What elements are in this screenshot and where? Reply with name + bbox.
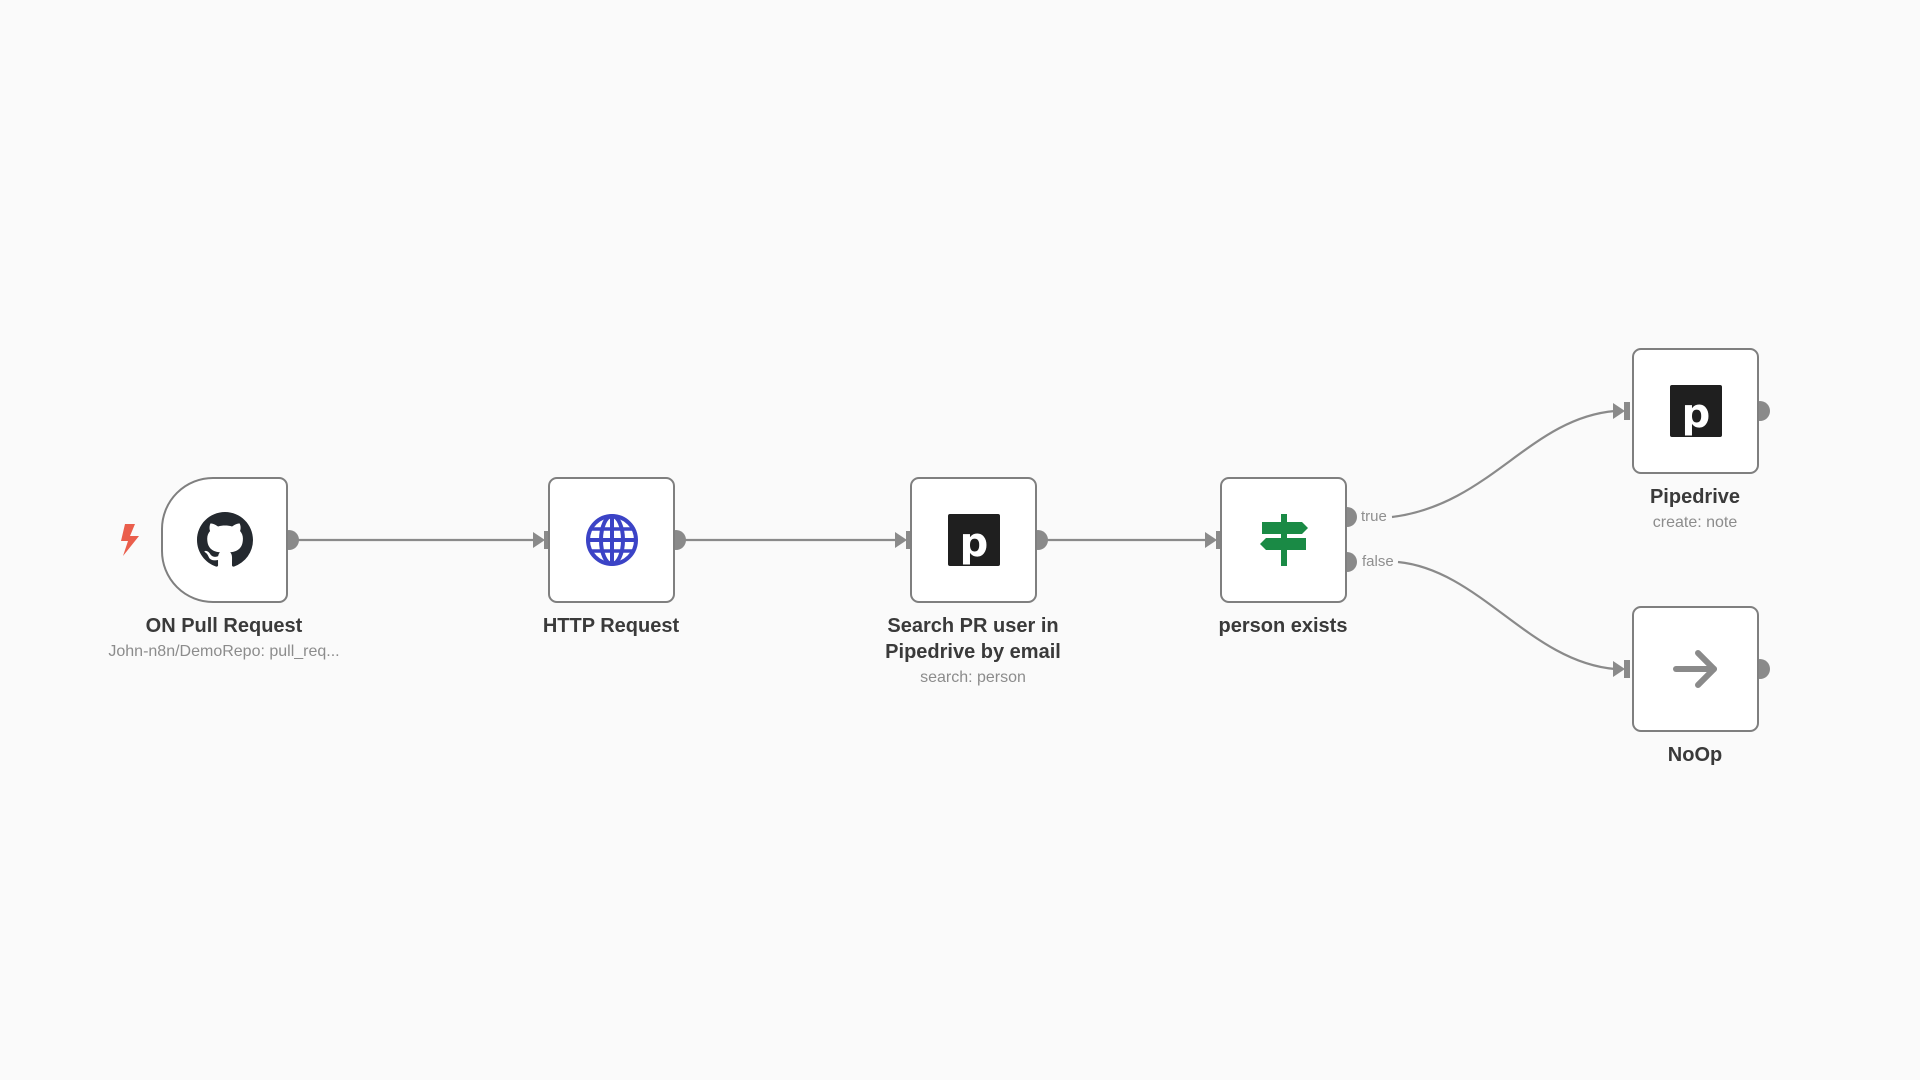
signpost-icon — [1254, 510, 1314, 570]
node-if-person-exists[interactable] — [1220, 477, 1347, 603]
pipedrive-icon: p — [944, 510, 1004, 570]
input-handle-http[interactable] — [544, 531, 550, 549]
node-noop[interactable] — [1632, 606, 1759, 732]
connection-arrowhead — [1613, 403, 1625, 419]
connection-arrowhead — [533, 532, 545, 548]
if-true-label: true — [1361, 508, 1387, 525]
trigger-bolt-icon — [119, 524, 141, 561]
node-github-trigger[interactable] — [161, 477, 288, 603]
svg-text:p: p — [959, 520, 988, 566]
arrow-right-icon — [1666, 639, 1726, 699]
connection-if-false-to-noop[interactable] — [1397, 560, 1616, 671]
node-search-pipedrive[interactable]: p — [910, 477, 1037, 603]
input-handle-if[interactable] — [1216, 531, 1222, 549]
if-false-label: false — [1362, 553, 1394, 570]
input-handle-search[interactable] — [906, 531, 912, 549]
svg-text:p: p — [1681, 391, 1710, 437]
node-pipedrive-create-note[interactable]: p — [1632, 348, 1759, 474]
connection-arrowhead — [1205, 532, 1217, 548]
input-handle-pipedrive[interactable] — [1624, 402, 1630, 420]
node-http-request[interactable] — [548, 477, 675, 603]
globe-icon — [582, 510, 642, 570]
pipedrive-icon: p — [1666, 381, 1726, 441]
connection-if-true-to-pipedrive[interactable] — [1391, 409, 1616, 519]
connection-arrowhead — [895, 532, 907, 548]
github-icon — [195, 510, 255, 570]
connection-arrowhead — [1613, 661, 1625, 677]
input-handle-noop[interactable] — [1624, 660, 1630, 678]
